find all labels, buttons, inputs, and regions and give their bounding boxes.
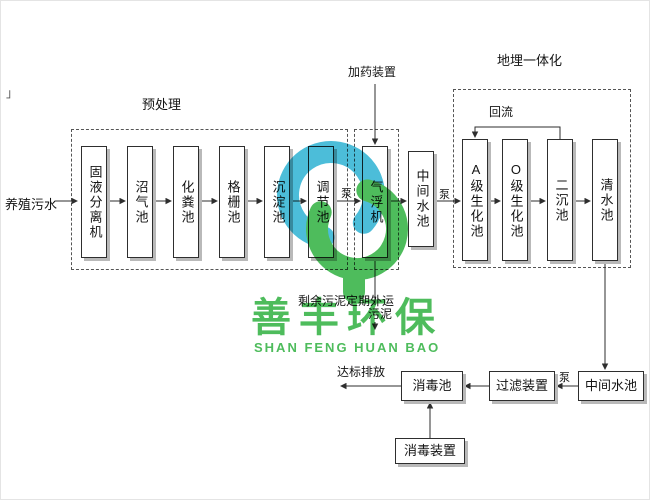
tank-secondary-clarifier: 二沉池 [547, 139, 573, 261]
influent-label: 养殖污水 [5, 197, 58, 212]
buried-integration-label: 地埋一体化 [497, 53, 563, 68]
tank-intermediate-2: 中间水池 [578, 371, 644, 401]
tank-solid-liquid-separator: 固液分离机 [81, 146, 107, 258]
pump-label-3: 泵 [559, 372, 570, 384]
tank-regulating: 调节池 [308, 146, 334, 258]
tank-sedimentation: 沉淀池 [264, 146, 290, 258]
device-disinfection: 消毒装置 [395, 438, 465, 464]
tank-septic: 化粪池 [173, 146, 199, 258]
pump-label-1: 泵 [341, 188, 352, 200]
page-margin-mark: 」 [6, 86, 19, 100]
tank-biogas: 沼气池 [127, 146, 153, 258]
device-filter: 过滤装置 [489, 371, 555, 401]
sludge-label: 污泥 [367, 305, 394, 322]
buried-group-box [453, 89, 631, 268]
tank-intermediate-1: 中间水池 [408, 151, 434, 247]
sludge-out-label: 剩余污泥定期外运 [298, 294, 395, 308]
tank-disinfection: 消毒池 [401, 371, 463, 401]
tank-air-flotation: 气浮机 [362, 146, 388, 258]
brand-name-english: SHAN FENG HUAN BAO [254, 340, 441, 355]
tank-o-biochemical: O级生化池 [502, 139, 528, 261]
tank-a-biochemical: A级生化池 [462, 139, 488, 261]
pretreatment-label: 预处理 [142, 97, 182, 112]
dosing-device-label: 加药装置 [348, 65, 397, 79]
pump-label-2: 泵 [439, 189, 450, 201]
discharge-label: 达标排放 [337, 365, 386, 379]
reflux-label: 回流 [489, 105, 514, 119]
tank-bar-screen: 格栅池 [219, 146, 245, 258]
pretreatment-group-box [71, 129, 348, 270]
tank-clean-water: 清水池 [592, 139, 618, 261]
